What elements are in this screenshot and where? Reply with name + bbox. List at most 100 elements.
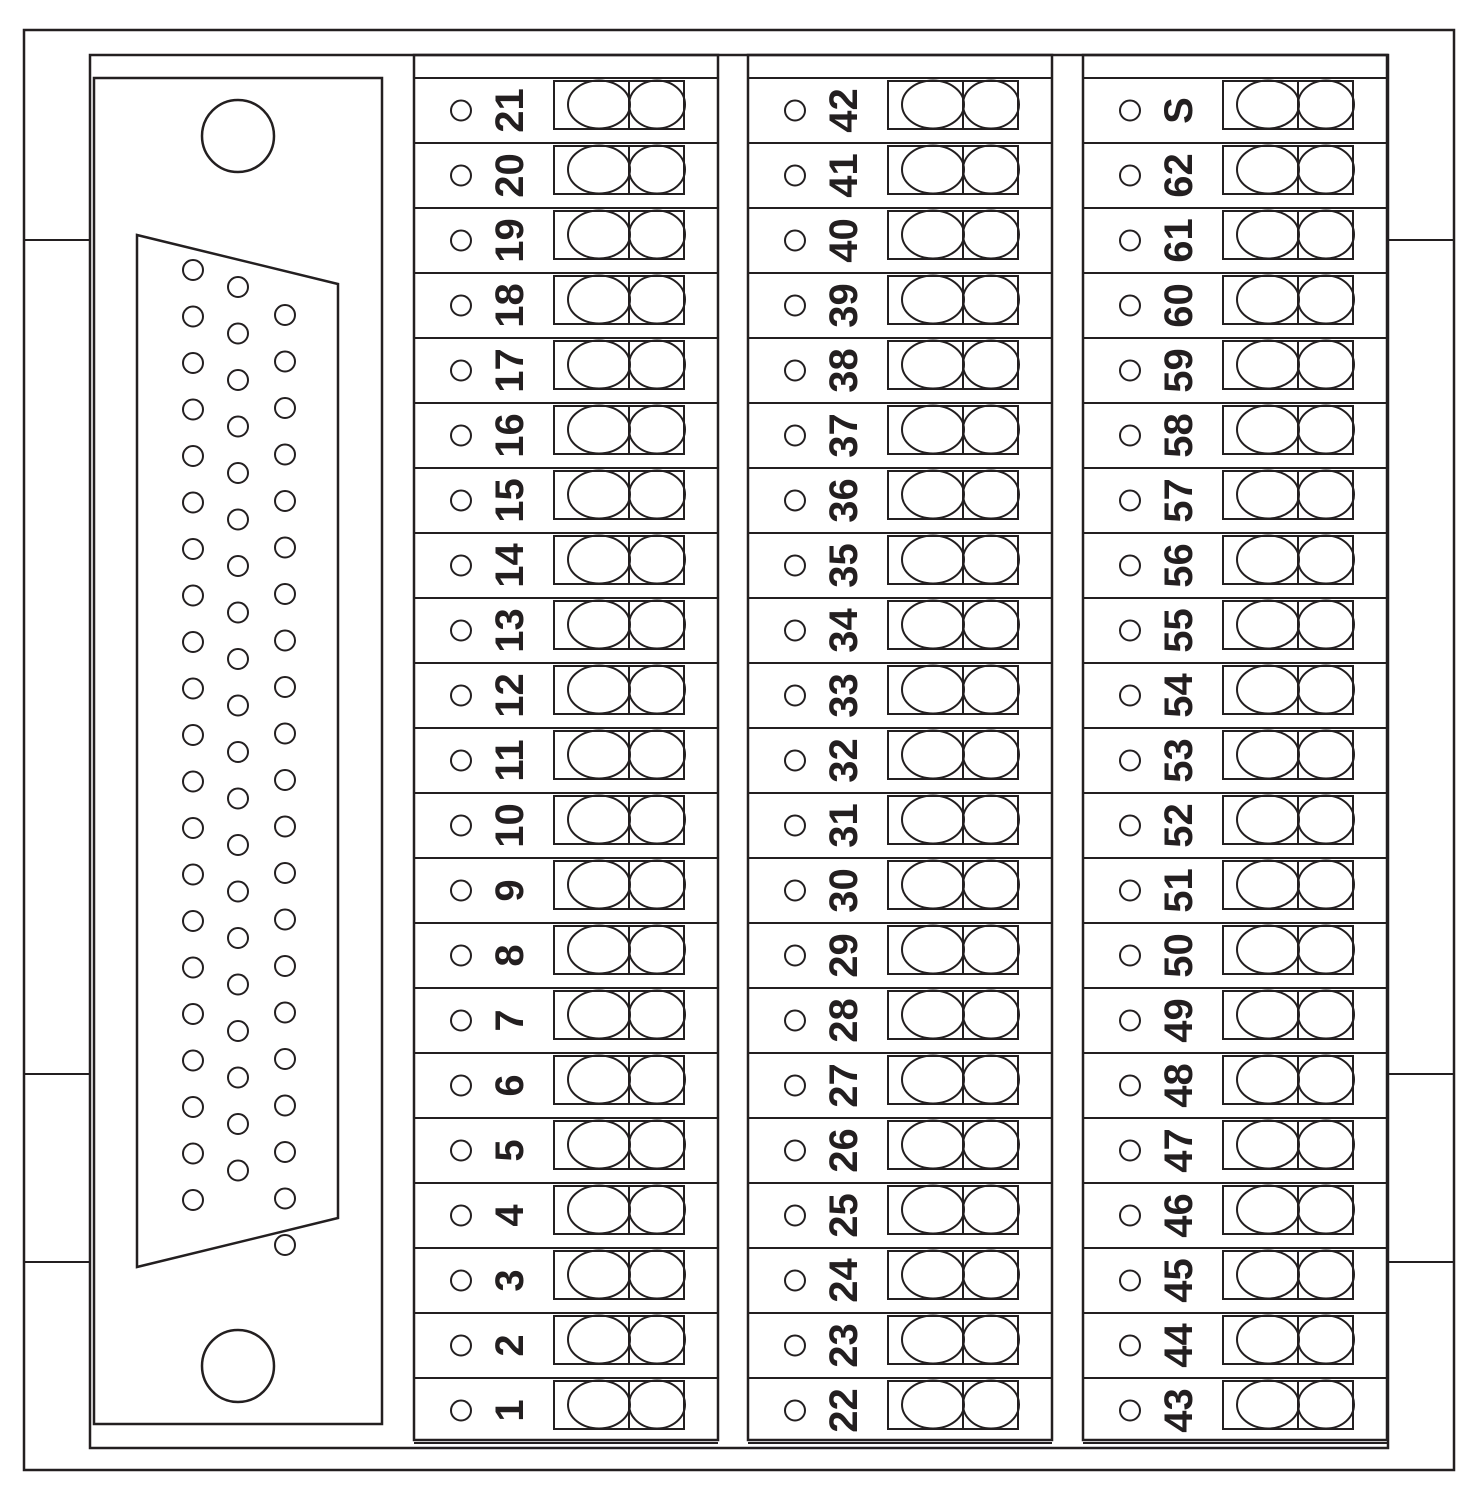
- connector-pin: [182, 1189, 204, 1211]
- screw-head-right: [628, 794, 686, 845]
- screw-head-left: [901, 859, 965, 910]
- screw-head-right: [962, 469, 1020, 520]
- indicator-hole: [1119, 1139, 1141, 1162]
- terminal-row: 10: [414, 794, 718, 859]
- connector-pin: [227, 694, 249, 717]
- screw-head-right: [1297, 664, 1355, 715]
- terminal-row: 9: [414, 859, 718, 924]
- terminal-row: 25: [748, 1184, 1052, 1249]
- terminal-label: S: [1157, 97, 1201, 124]
- indicator-hole: [450, 749, 472, 772]
- indicator-hole: [1119, 1204, 1141, 1227]
- terminal-row: 36: [748, 469, 1052, 534]
- connector-pin: [274, 443, 296, 466]
- screw-head-left: [1236, 274, 1300, 325]
- terminal-row: 26: [748, 1119, 1052, 1184]
- indicator-hole: [784, 1074, 806, 1097]
- screw-head-right: [628, 924, 686, 975]
- indicator-hole: [784, 424, 806, 447]
- screw-head-right: [628, 79, 686, 130]
- terminal-row: 52: [1083, 794, 1387, 859]
- screw-head-right: [628, 989, 686, 1040]
- terminal-row: 48: [1083, 1054, 1387, 1119]
- terminal-blocks: 2120191817161514131211109876543214241403…: [412, 53, 1389, 1444]
- terminal-label: 61: [1157, 218, 1201, 263]
- terminal-row: 35: [748, 534, 1052, 599]
- terminal-label: 45: [1157, 1258, 1201, 1303]
- terminal-label: 57: [1157, 478, 1201, 523]
- terminal-label: 42: [822, 88, 866, 133]
- connector-pin: [274, 722, 296, 745]
- screw-head-left: [901, 924, 965, 975]
- terminal-row: 1: [414, 1379, 718, 1444]
- indicator-hole: [1119, 229, 1141, 252]
- terminal-row: 49: [1083, 989, 1387, 1054]
- screw-head-right: [962, 1119, 1020, 1170]
- terminal-row: 50: [1083, 924, 1387, 989]
- indicator-hole: [450, 944, 472, 967]
- connector-pin: [227, 601, 249, 624]
- screw-head-left: [567, 534, 631, 585]
- terminal-row: 38: [748, 339, 1052, 404]
- indicator-hole: [450, 879, 472, 902]
- screw-head-right: [628, 469, 686, 520]
- screw-head-right: [628, 1184, 686, 1235]
- terminal-label: 32: [822, 738, 866, 783]
- terminal-row: 57: [1083, 469, 1387, 534]
- screw-head-right: [962, 1054, 1020, 1105]
- screw-head-right: [628, 1249, 686, 1300]
- terminal-label: 52: [1157, 803, 1201, 848]
- terminal-label: 27: [822, 1063, 866, 1108]
- indicator-hole: [450, 1204, 472, 1227]
- terminal-row: 4: [414, 1184, 718, 1249]
- terminal-row: 31: [748, 794, 1052, 859]
- indicator-hole: [1119, 814, 1141, 837]
- indicator-hole: [784, 164, 806, 187]
- screw-head-left: [1236, 1249, 1300, 1300]
- terminal-label: 48: [1157, 1063, 1201, 1108]
- connector-plate: [92, 76, 384, 1426]
- connector-pin: [227, 741, 249, 763]
- terminal-row: 24: [748, 1249, 1052, 1314]
- screw-head-left: [567, 274, 631, 325]
- terminal-label: 9: [488, 879, 532, 901]
- indicator-hole: [1119, 944, 1141, 967]
- terminal-label: 1: [488, 1399, 532, 1421]
- terminal-label: 6: [488, 1074, 532, 1096]
- indicator-hole: [784, 684, 806, 707]
- screw-head-left: [1236, 859, 1300, 910]
- block-outline: [746, 53, 1054, 1442]
- terminal-label: 11: [488, 739, 532, 781]
- screw-head-left: [1236, 1054, 1300, 1105]
- indicator-hole: [1119, 489, 1141, 512]
- outer-frame: [22, 28, 1456, 1472]
- terminal-row: 46: [1083, 1184, 1387, 1249]
- screw-head-right: [962, 794, 1020, 845]
- connector-pin: [182, 352, 204, 374]
- indicator-hole: [1119, 424, 1141, 447]
- terminal-label: 10: [488, 803, 532, 848]
- terminal-label: 2: [488, 1334, 532, 1356]
- indicator-hole: [1119, 99, 1141, 122]
- screw-head-right: [962, 859, 1020, 910]
- screw-head-left: [567, 1249, 631, 1300]
- terminal-label: 19: [488, 218, 532, 263]
- connector-pin: [227, 787, 249, 810]
- screw-head-right: [962, 664, 1020, 715]
- terminal-row: 6: [414, 1054, 718, 1119]
- screw-head-right: [1297, 794, 1355, 845]
- connector-pin: [182, 863, 204, 886]
- screw-head-left: [901, 144, 965, 195]
- screw-head-right: [1297, 534, 1355, 585]
- terminal-row: 34: [748, 599, 1052, 664]
- screw-head-right: [628, 1054, 686, 1105]
- connector-pin: [274, 815, 296, 838]
- connector-pin: [274, 1234, 296, 1256]
- connector-pin: [182, 910, 204, 932]
- connector-pin: [227, 369, 249, 391]
- indicator-hole: [784, 814, 806, 837]
- indicator-hole: [1119, 554, 1141, 577]
- terminal-label: 21: [488, 88, 532, 133]
- terminal-label: 39: [822, 283, 866, 328]
